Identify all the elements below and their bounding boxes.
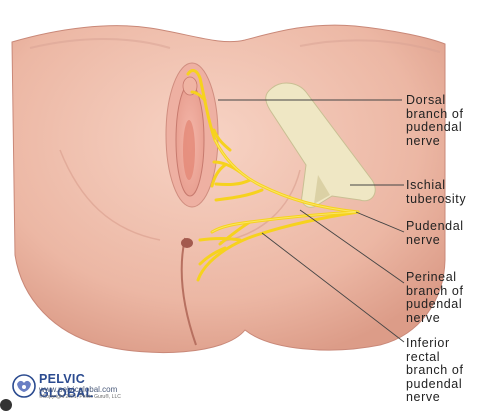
vestibule [183,120,195,180]
pelvic-global-logo: PELVIC GLOBAL www.pelvicglobal.com ©Copy… [12,372,142,406]
buttock-fold-left [59,149,161,241]
bone-shading [314,175,330,204]
logo-url: www.pelvicglobal.com [39,385,118,394]
pelvis-logo-icon [12,374,36,398]
leader-lines [218,99,405,343]
corner-dot [0,399,12,411]
anus [181,238,193,248]
ischial-tuberosity-bone [265,82,376,208]
label-perineal-branch: Perineal branch of pudendal nerve [406,270,464,325]
logo-copyright: ©Copyright 2021, Pelvic Guru®, LLC [39,394,121,400]
logo-name: PELVIC GLOBAL [39,372,94,400]
label-inferior-rectal-branch: Inferior rectal branch of pudendal nerve [406,336,464,404]
nerve-highlights [211,139,359,233]
natal-cleft [180,237,197,346]
label-pudendal-nerve: Pudendal nerve [406,219,464,247]
clitoral-hood [182,76,198,96]
label-ischial-tuberosity: Ischial tuberosity [406,178,467,206]
body-silhouette [11,24,446,354]
label-dorsal-branch: Dorsal branch of pudendal nerve [406,93,464,148]
upper-fold-shadow [29,38,441,53]
